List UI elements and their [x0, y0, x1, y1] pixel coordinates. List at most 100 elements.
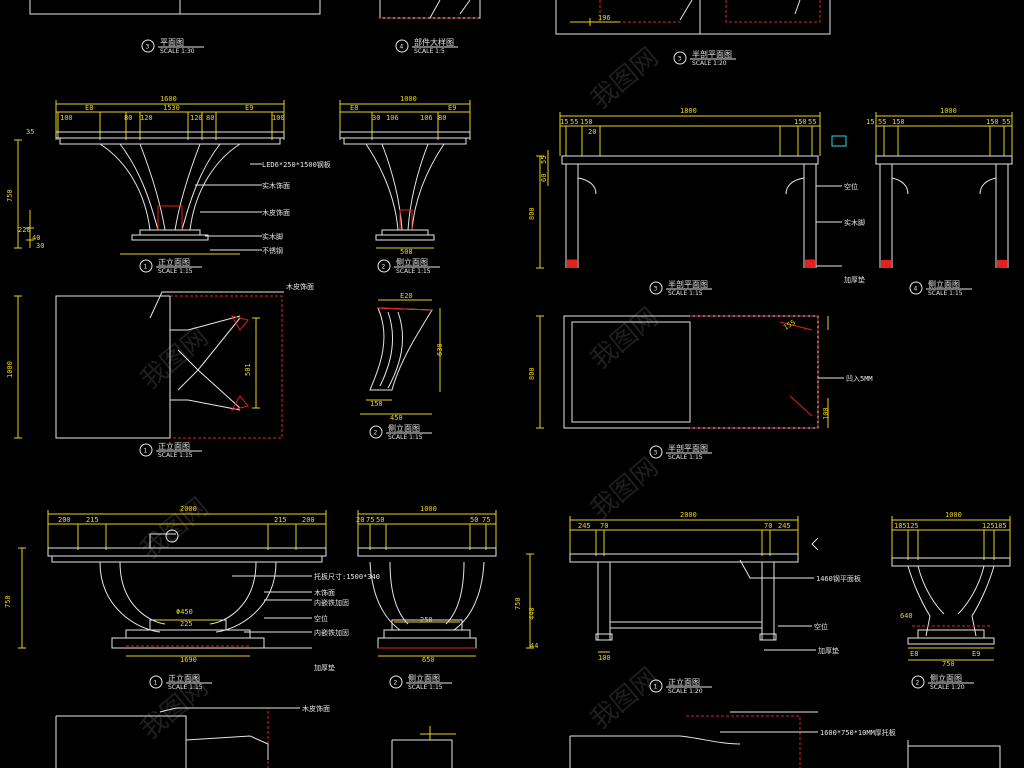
callout: 内嵌铁加固	[314, 598, 349, 607]
callout: 空位	[844, 182, 858, 191]
callout: 不锈钢	[262, 246, 283, 255]
dim-label: 245	[578, 522, 591, 530]
title-number: 3	[146, 44, 150, 51]
dim-label: E9	[972, 650, 980, 658]
dim-label: 80	[438, 114, 446, 122]
top-strip: 196	[29, 0, 831, 35]
dim-label: 30	[36, 242, 44, 250]
drawing-title: 侧立面图	[388, 423, 420, 433]
dim-label: 15	[560, 118, 568, 126]
drawing-scale: SCALE 1:15	[668, 290, 703, 297]
dim-label: 800	[528, 367, 536, 380]
dim-label: 155	[782, 318, 797, 331]
dim-label: 215	[274, 516, 287, 524]
dim-label: 44	[530, 642, 538, 650]
title-number: 1	[654, 684, 658, 691]
dim-label: 750	[6, 189, 14, 202]
dim-label: 75	[482, 516, 490, 524]
watermark: 我图网	[585, 452, 664, 525]
drawing-title: 侧立面图	[408, 673, 440, 683]
watermark: 我图网	[585, 42, 664, 115]
drawing-title: 正立面图	[668, 677, 700, 687]
dim-label: E9	[245, 104, 253, 112]
title-number: 4	[400, 44, 404, 51]
dim-label: 55	[1002, 118, 1010, 126]
title-number: 3	[678, 56, 682, 63]
dim-label: E8	[910, 650, 918, 658]
callout: 托板尺寸:1500*340	[314, 572, 380, 581]
title-circle	[911, 675, 925, 689]
dim-label: 75	[366, 516, 374, 524]
title-number: 2	[394, 680, 398, 687]
drawing-title: 侧立面图	[930, 673, 962, 683]
dim-label: 501	[244, 363, 252, 376]
title-number: 3	[654, 450, 658, 457]
dim-label: 106	[386, 114, 399, 122]
drawing-title: 部件大样图	[414, 37, 454, 47]
callout: 实木脚	[844, 218, 865, 227]
title-circle	[369, 425, 383, 439]
watermark: 我图网	[135, 492, 214, 565]
dim-label: 450	[390, 414, 403, 422]
callout: 加厚垫	[818, 646, 839, 655]
drawing-scale: SCALE 1:20	[692, 60, 727, 67]
title-number: 4	[914, 286, 918, 293]
callout: 空位	[814, 622, 828, 631]
drawing-scale: SCALE 1:15	[408, 684, 443, 691]
dim-label: 200	[58, 516, 71, 524]
drawing-title: 正立面图	[168, 673, 200, 683]
dim-label: E9	[448, 104, 456, 112]
dim-label: 630	[436, 343, 444, 356]
dim-label: E8	[350, 104, 358, 112]
dim-label: 125	[906, 522, 919, 530]
dim-label: 30	[372, 114, 380, 122]
table1-front-elevation: 1600 E8 1530 E9 100 80 120 120 80 100 75…	[6, 95, 331, 255]
dim-label: 1000	[940, 107, 957, 115]
table3-half-section-plan: 1000 501 木皮饰面	[6, 282, 314, 439]
dim-label: 100	[598, 654, 611, 662]
title-circle	[139, 259, 153, 273]
drawing-scale: SCALE 1:20	[930, 684, 965, 691]
dim-label: 100	[822, 407, 830, 420]
drawing-scale: SCALE 1:5	[414, 48, 445, 55]
callout: 空位	[314, 614, 328, 623]
dim-label: 1000	[945, 511, 962, 519]
drawing-title: 平面图	[160, 38, 184, 47]
dim-label: 20	[356, 516, 364, 524]
dim-label: E20	[400, 292, 413, 300]
dim-label: 750	[4, 595, 12, 608]
dim-label: 2000	[180, 505, 197, 513]
drawing-scale: SCALE 1:20	[668, 688, 703, 695]
title-circle	[649, 679, 663, 693]
callout: 木皮饰面	[286, 282, 314, 291]
dim-label: 70	[600, 522, 608, 530]
drawing-scale: SCALE 1:15	[388, 434, 423, 441]
dim-label: 100	[272, 114, 285, 122]
watermark: 我图网	[585, 302, 664, 375]
drawing-scale: SCALE 1:15	[928, 290, 963, 297]
title-circle	[649, 281, 663, 295]
dim-label: 100	[60, 114, 73, 122]
callout: 木皮饰面	[262, 208, 290, 217]
dim-label: 150	[580, 118, 593, 126]
leg-detail: E20 630 150 450	[360, 292, 444, 422]
dim-label: 20	[588, 128, 596, 136]
drawing-scale: SCALE 1:15	[168, 684, 203, 691]
callout: 加厚垫	[314, 663, 335, 672]
title-number: 2	[382, 264, 386, 271]
dim-label: 215	[86, 516, 99, 524]
dim-label: 150	[370, 400, 383, 408]
title-number: 2	[374, 430, 378, 437]
table9-front-elevation: 2000 245 70 70 245 750 440 44 100 1460钢平…	[514, 511, 861, 662]
dim-label: 55	[878, 118, 886, 126]
dim-label: 185	[894, 522, 907, 530]
title-circle	[139, 443, 153, 457]
